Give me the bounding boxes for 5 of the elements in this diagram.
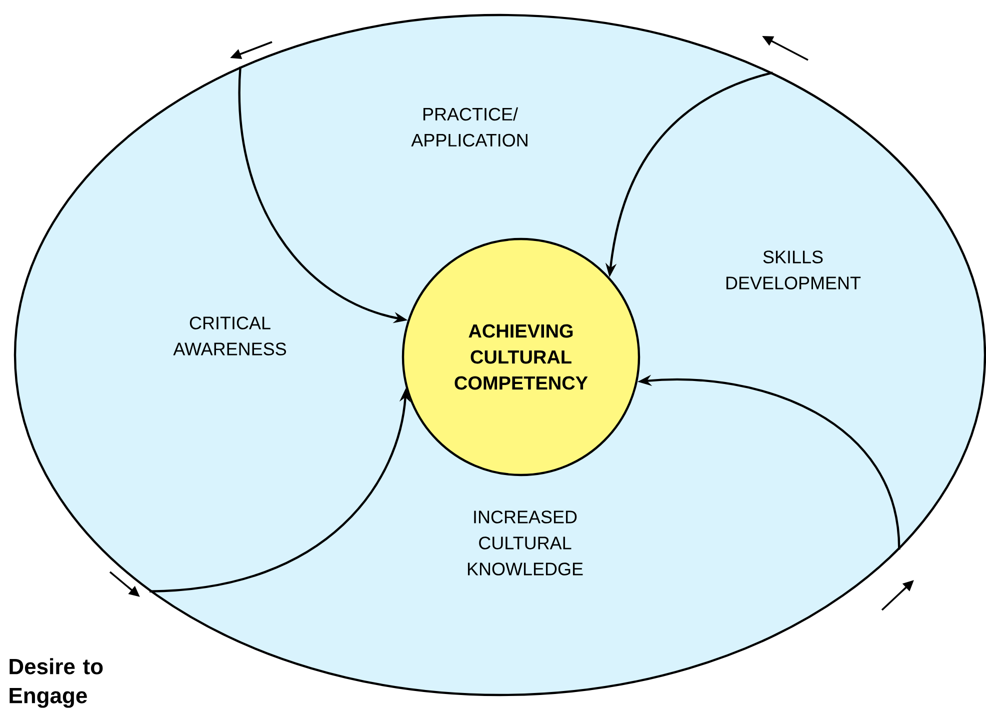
region-label: SKILLS DEVELOPMENT	[726, 250, 861, 290]
region-label: CRITICAL AWARENESS	[173, 316, 286, 356]
region-label: INCREASED CULTURAL KNOWLEDGE	[468, 510, 583, 576]
region-label: PRACTICE/ APPLICATION	[411, 107, 528, 147]
corner-label: Desire to Engage	[10, 658, 103, 708]
